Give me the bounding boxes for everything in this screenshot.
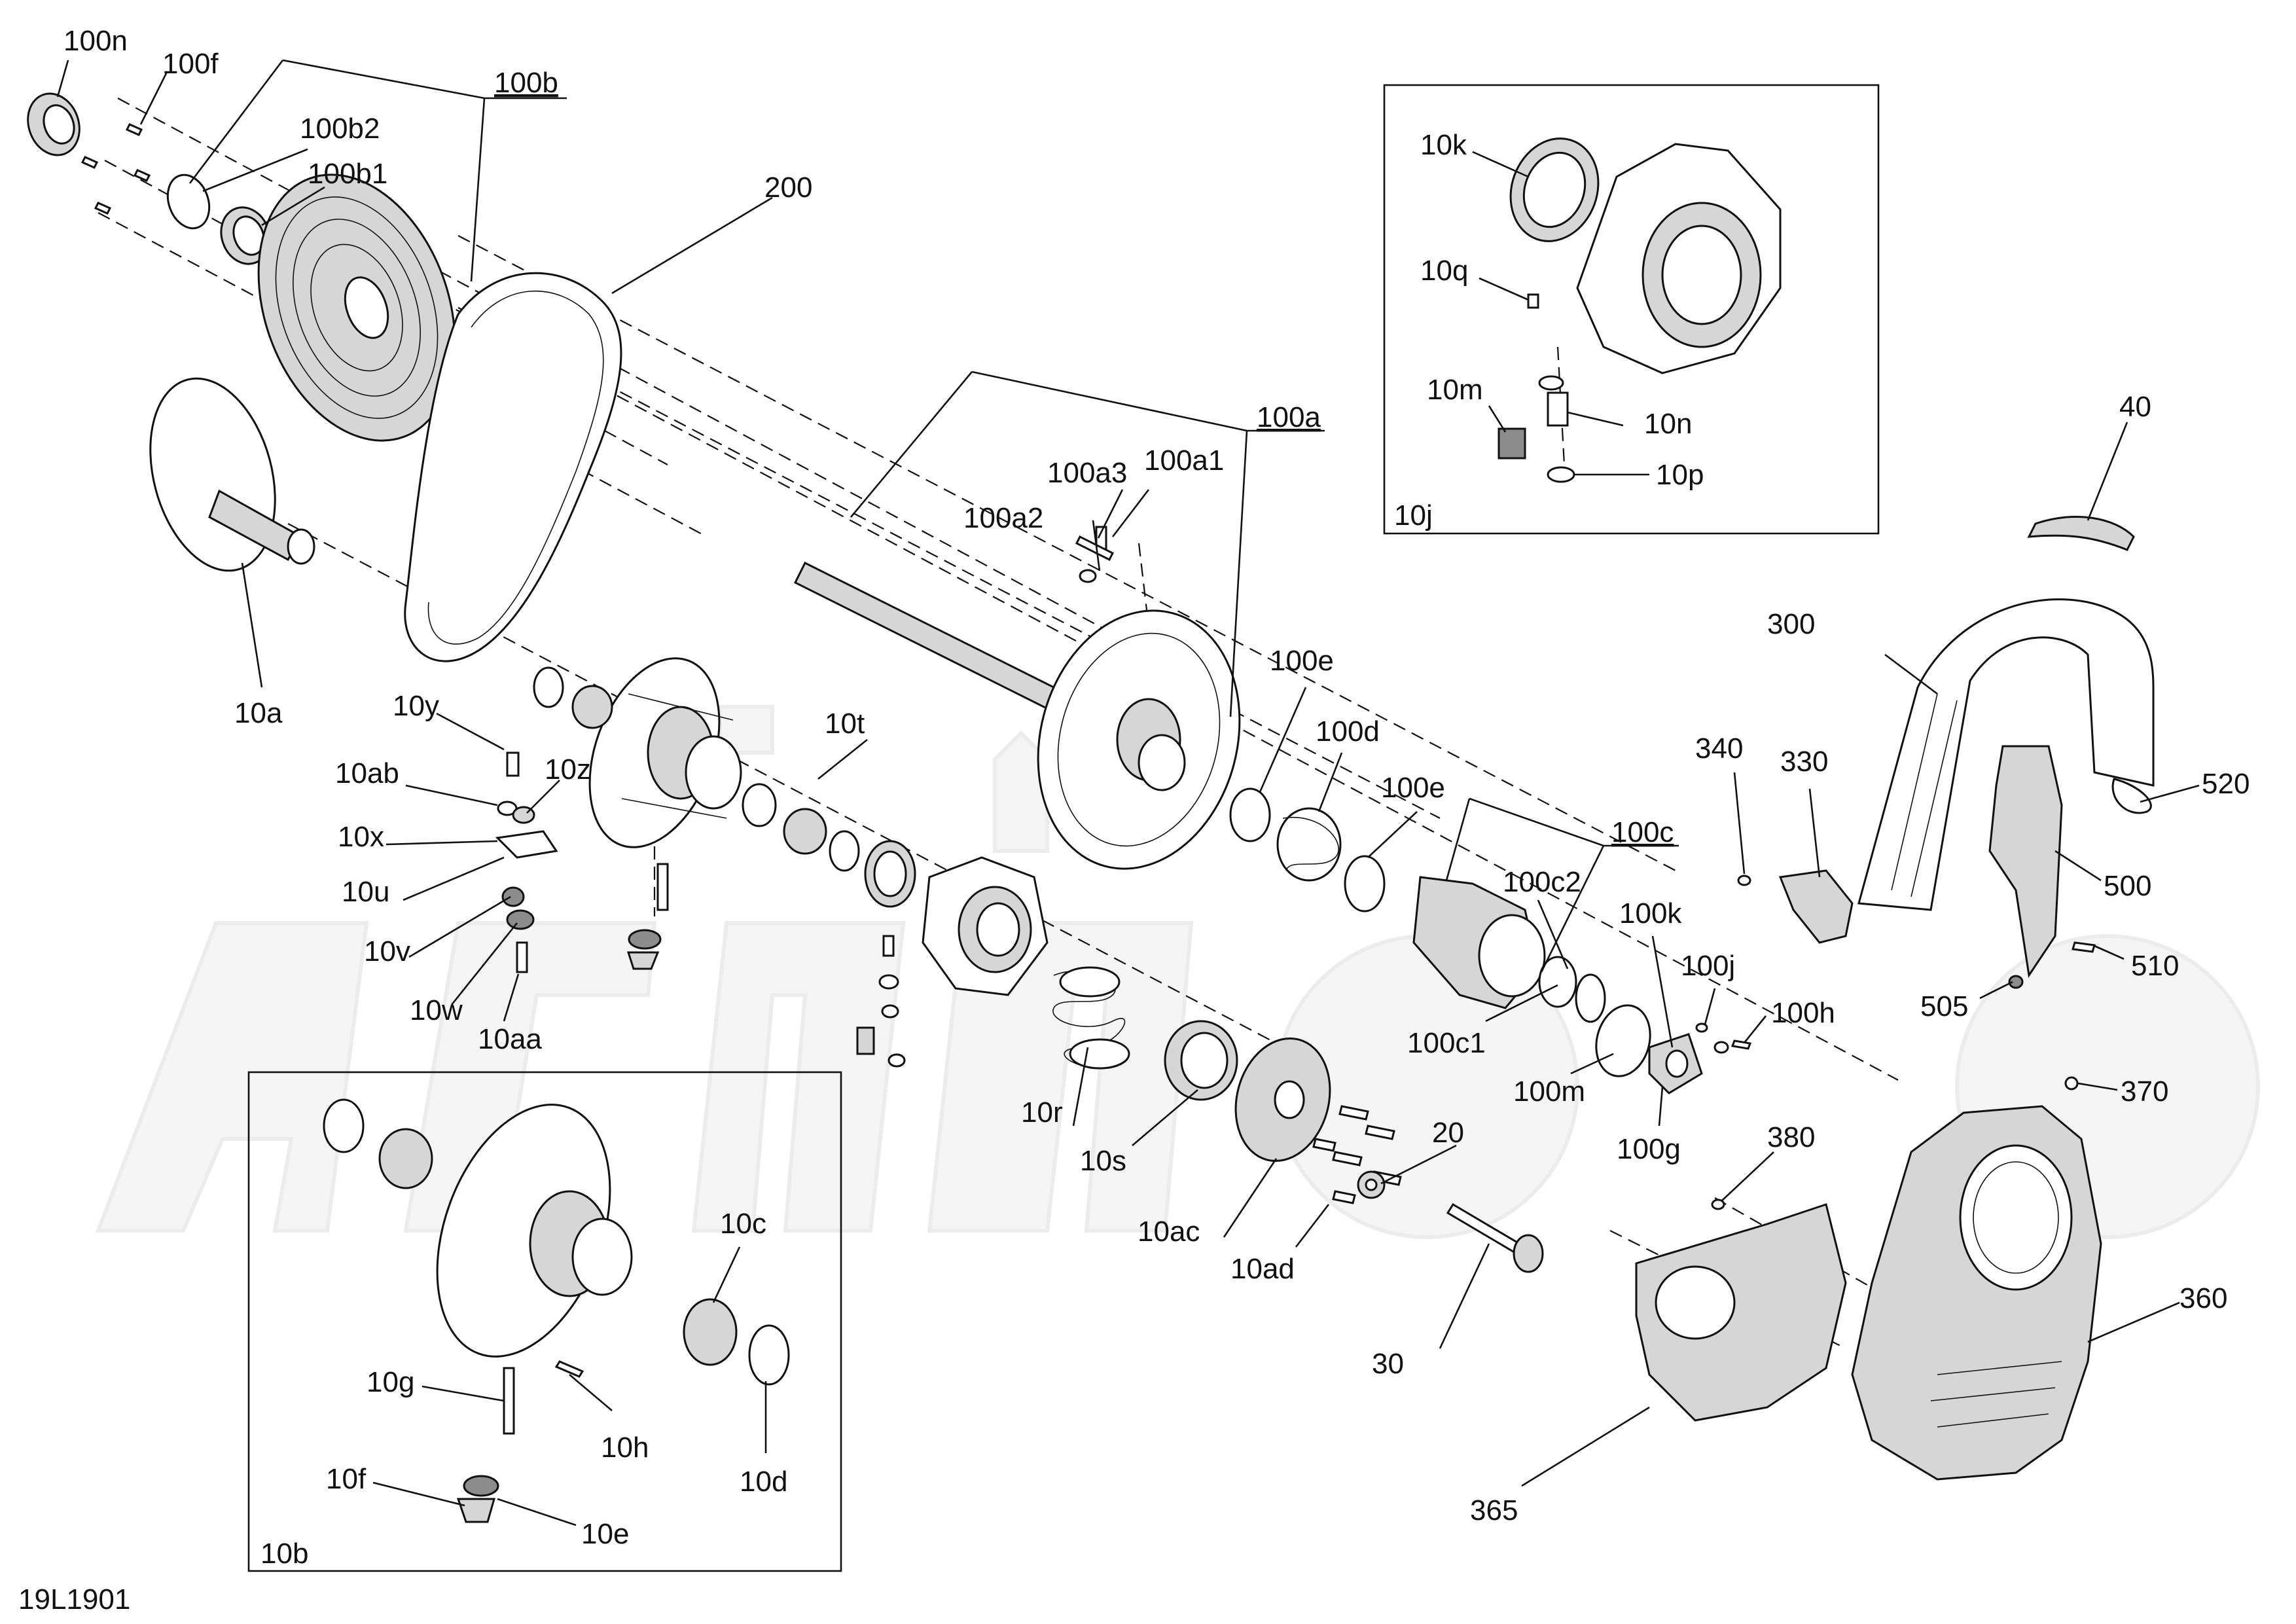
callout-labels: 100n 100f 100b 100b2 100b1 200 10a 100a … (18, 25, 2250, 1615)
callout-100b: 100b (494, 67, 558, 99)
part-20-washer (1357, 1170, 1386, 1199)
part-100e-100d-100c-driven-components (1229, 787, 1606, 1023)
callout-10ac: 10ac (1138, 1216, 1200, 1248)
callout-10j: 10j (1394, 499, 1433, 532)
callout-10ad: 10ad (1230, 1253, 1295, 1285)
part-365-cover (1635, 1203, 1847, 1422)
callout-10v: 10v (364, 935, 410, 967)
callout-10d: 10d (740, 1466, 787, 1498)
callout-380: 380 (1767, 1121, 1815, 1153)
callout-100c: 100c (1611, 816, 1674, 848)
callout-10aa: 10aa (478, 1023, 542, 1055)
part-200-belt (404, 272, 622, 662)
callout-10c: 10c (720, 1208, 766, 1240)
callout-10x: 10x (338, 821, 384, 853)
callout-10a: 10a (234, 697, 283, 729)
callout-10k: 10k (1420, 129, 1467, 161)
callout-10w: 10w (410, 994, 463, 1026)
callout-10b: 10b (260, 1538, 308, 1570)
part-10ac-cover (1234, 1037, 1331, 1163)
callout-100n: 100n (63, 25, 128, 57)
callout-10u: 10u (342, 876, 389, 908)
leader-lines (56, 59, 2200, 1526)
callout-100c1: 100c1 (1407, 1027, 1486, 1059)
part-100a1-100a2-100a3-pins (1075, 526, 1115, 583)
callout-10n: 10n (1644, 408, 1692, 440)
diagram-id: 19L1901 (18, 1583, 130, 1615)
callout-40: 40 (2119, 391, 2151, 423)
part-10a-fixed-sheave (149, 377, 315, 572)
callout-10p: 10p (1656, 459, 1704, 491)
callout-100e-upper: 100e (1270, 645, 1334, 677)
callout-10h: 10h (601, 1432, 649, 1464)
callout-10t: 10t (825, 708, 865, 740)
part-40-pad (2027, 516, 2135, 551)
callout-340: 340 (1695, 732, 1743, 765)
part-100a-driven-sheave (1037, 609, 1241, 870)
callout-10g: 10g (367, 1366, 414, 1398)
part-10-drive-clutch (588, 657, 742, 848)
callout-100a3: 100a3 (1047, 457, 1127, 489)
part-10j-spider-detail-inset (1498, 137, 1782, 483)
part-30-bolt (1446, 1202, 1544, 1273)
callout-200: 200 (764, 171, 812, 204)
inset-box-10b (247, 1071, 842, 1572)
callout-300: 300 (1767, 608, 1815, 640)
callout-10e: 10e (581, 1518, 629, 1550)
callout-100b2: 100b2 (300, 113, 380, 145)
part-100f-screws (81, 123, 151, 215)
callout-100c2: 100c2 (1503, 866, 1581, 898)
part-10b-inset-drive-clutch (323, 1098, 790, 1523)
callout-100b1: 100b1 (308, 158, 387, 190)
part-100n-bearing (27, 92, 81, 156)
callout-10s: 10s (1080, 1145, 1126, 1177)
part-100b-sheave (257, 173, 456, 442)
part-330-500-510-505-520-340-brackets (1711, 745, 2152, 1210)
callout-505: 505 (1920, 990, 1968, 1022)
part-10s-cup (1164, 1020, 1238, 1101)
callout-10q: 10q (1420, 255, 1468, 287)
callout-10ab: 10ab (335, 757, 399, 789)
part-300-belt-guard (1857, 598, 2155, 911)
callout-100d: 100d (1316, 715, 1380, 748)
part-360-housing (1851, 1105, 2102, 1481)
callout-500: 500 (2104, 870, 2151, 902)
callout-10m: 10m (1427, 374, 1483, 406)
callout-10y: 10y (393, 690, 439, 722)
part-100b1-bushing (220, 206, 271, 265)
part-10-spider (922, 856, 1049, 996)
callout-510: 510 (2131, 950, 2179, 982)
callout-370: 370 (2121, 1075, 2168, 1108)
callout-365: 365 (1470, 1494, 1518, 1526)
callout-30: 30 (1372, 1348, 1404, 1380)
part-100b2-ring (166, 173, 211, 230)
callout-360: 360 (2179, 1282, 2227, 1314)
part-10t-rings-bushings (533, 666, 916, 908)
callout-10f: 10f (326, 1463, 367, 1495)
part-10ad-bolts (1312, 1105, 1402, 1204)
callout-100h: 100h (1771, 997, 1835, 1029)
part-10-weights-inset-small (626, 863, 906, 1068)
callout-100g: 100g (1617, 1133, 1681, 1165)
callout-100k: 100k (1619, 897, 1682, 929)
callout-100f: 100f (162, 48, 219, 80)
callout-20: 20 (1432, 1117, 1464, 1149)
callout-10r: 10r (1021, 1096, 1063, 1128)
callout-10z: 10z (545, 753, 591, 785)
part-100m-100g-100h-100j-100k (1595, 1004, 1752, 1094)
part-10y-10z-10ab-10x-10u-10v-10w-10aa-roller-set (495, 751, 558, 973)
callout-330: 330 (1780, 746, 1828, 778)
callout-520: 520 (2202, 768, 2250, 800)
callout-100e-lower: 100e (1381, 772, 1445, 804)
callout-100a: 100a (1257, 401, 1321, 433)
callout-100j: 100j (1681, 950, 1735, 982)
callout-100a1: 100a1 (1144, 444, 1224, 477)
callout-100m: 100m (1513, 1075, 1585, 1108)
inset-box-10j (1383, 84, 1880, 535)
callout-100a2: 100a2 (963, 502, 1043, 534)
